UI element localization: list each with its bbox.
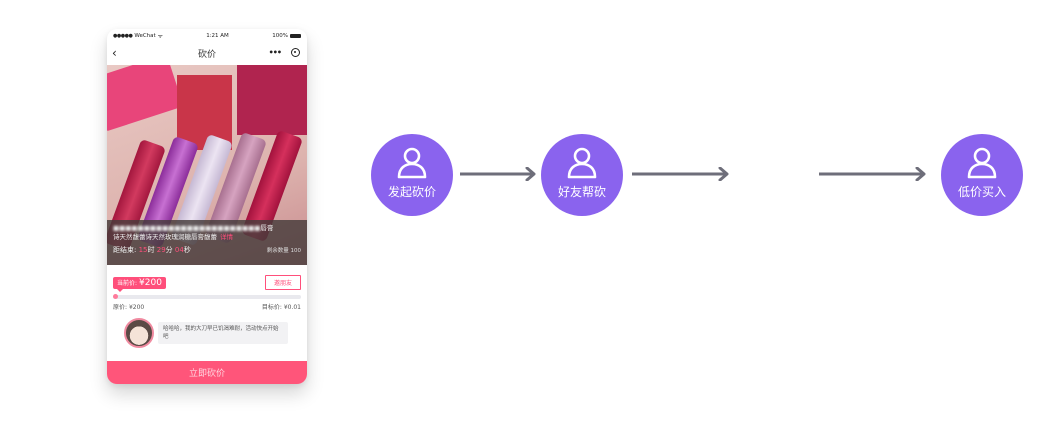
countdown: 距结束: 15时 29分 04秒 剩余数量 100 — [113, 246, 301, 254]
original-price: 原价: ¥200 — [113, 304, 145, 311]
product-title: ■■■■■■■■■■■■■■■■■■■■■■■■唇膏 诗天然馥蕾诗天然玫瑰润糖唇… — [113, 224, 274, 241]
page-title: 砍价 — [197, 49, 216, 60]
status-bar: ●●●●● WeChat ᯤ 1:21 AM 100% — [107, 29, 307, 42]
user-icon — [967, 147, 997, 179]
step-friends-help: 好友帮砍 — [541, 134, 623, 216]
step-label: 低价买入 — [957, 185, 1006, 199]
target-price: 目标价: ¥0.01 — [261, 304, 301, 311]
product-image[interactable]: ■■■■■■■■■■■■■■■■■■■■■■■■唇膏 诗天然馥蕾诗天然玫瑰润糖唇… — [107, 65, 307, 265]
product-box — [237, 65, 307, 135]
chat-message: 哈哈哈，我的大刀早已饥渴难耐，活动快点开始吧 — [124, 318, 292, 348]
stock-count: 剩余数量 100 — [266, 248, 301, 254]
current-price-badge: 当前价:¥200 — [113, 276, 166, 292]
user-icon — [567, 147, 597, 179]
price-area: 当前价:¥200 邀朋友 原价: ¥200 目标价: ¥0.01 — [107, 265, 307, 311]
step-buy-low-price: 低价买入 — [941, 134, 1023, 216]
bargain-now-button[interactable]: 立即砍价 — [107, 361, 307, 384]
chevron-left-icon[interactable]: ‹ — [112, 46, 117, 60]
battery-label: 100% — [272, 32, 288, 39]
product-box — [107, 65, 184, 132]
carrier-label: WeChat — [134, 32, 156, 39]
target-icon[interactable] — [291, 48, 300, 57]
step-label: 好友帮砍 — [557, 185, 606, 199]
user-icon — [397, 147, 427, 179]
product-box — [177, 75, 232, 150]
countdown-minutes: 29 — [156, 246, 166, 254]
arrow-icon — [819, 167, 927, 181]
step-label: 发起砍价 — [387, 185, 436, 199]
countdown-seconds: 04 — [174, 246, 184, 254]
signal-icon: ●●●●● — [113, 32, 133, 39]
more-dots-icon[interactable]: ••• — [268, 48, 282, 57]
wifi-icon: ᯤ — [157, 33, 163, 40]
progress-indicator — [113, 294, 118, 299]
step-initiate-bargain: 发起砍价 — [371, 134, 453, 216]
avatar — [124, 318, 154, 348]
invite-friends-button[interactable]: 邀朋友 — [264, 275, 301, 290]
nav-bar: ‹ 砍价 ••• — [107, 42, 307, 64]
detail-link[interactable]: 详情 — [220, 233, 233, 241]
arrow-icon — [632, 167, 730, 181]
countdown-hours: 15 — [138, 246, 148, 254]
status-time: 1:21 AM — [206, 32, 229, 39]
phone-mockup: ●●●●● WeChat ᯤ 1:21 AM 100% ‹ 砍价 ••• ■■■… — [107, 29, 307, 384]
arrow-icon — [460, 167, 537, 181]
price-progress-bar — [113, 294, 301, 299]
battery-icon — [290, 33, 301, 38]
product-info-overlay: ■■■■■■■■■■■■■■■■■■■■■■■■唇膏 诗天然馥蕾诗天然玫瑰润糖唇… — [107, 220, 307, 265]
chat-bubble: 哈哈哈，我的大刀早已饥渴难耐，活动快点开始吧 — [158, 322, 288, 344]
